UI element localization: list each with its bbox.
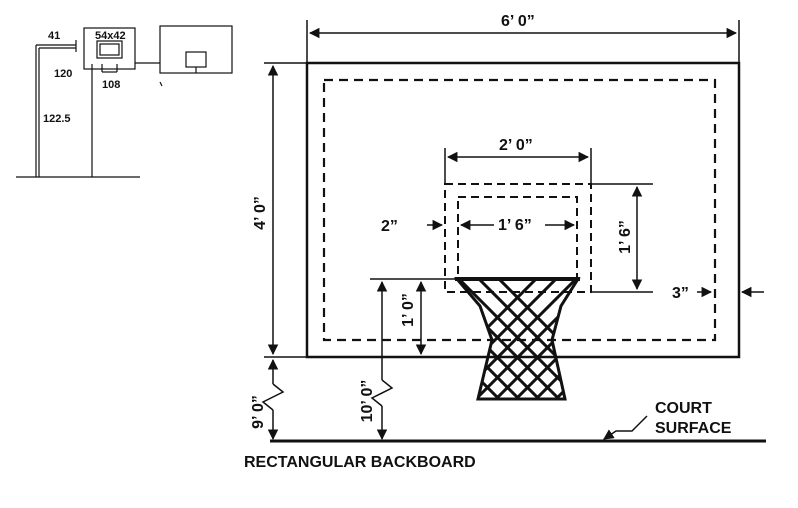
height-dimension <box>264 62 306 358</box>
target-height-label: 1’ 6” <box>617 220 634 254</box>
thumb-front-board <box>159 25 233 74</box>
thumb-pole-height: 120 <box>54 68 72 80</box>
thumb-board-size: 54x42 <box>95 30 126 42</box>
thumb-pole-offset: 41 <box>48 30 60 42</box>
target-width-dimension <box>444 148 592 183</box>
board-height-label: 9’ 0” <box>250 395 267 429</box>
target-width-label: 2’ 0” <box>499 137 533 154</box>
court-label-line2: SURFACE <box>655 420 732 437</box>
width-dimension <box>306 20 740 62</box>
gap-label: 2” <box>381 218 398 235</box>
rim-to-bottom-label: 1’ 0” <box>400 293 417 327</box>
target-inner-dashed <box>457 196 578 280</box>
thumb-side-board <box>83 27 136 70</box>
rim-to-bottom-dimension <box>370 278 458 356</box>
target-inner-width-label: 1’ 6” <box>498 217 532 234</box>
thumbnail-diagram <box>16 25 233 178</box>
border-inset-label: 3” <box>672 285 689 302</box>
thumb-board-width: 108 <box>102 79 120 91</box>
court-surface <box>270 415 766 443</box>
diagram-caption: RECTANGULAR BACKBOARD <box>244 454 476 471</box>
backboard-outer <box>305 61 741 359</box>
rim-height-label: 10’ 0” <box>359 380 376 423</box>
target-outer-dashed <box>444 183 592 293</box>
court-label-line1: COURT <box>655 400 712 417</box>
target-height-dimension <box>592 183 653 293</box>
thumb-post-height: 122.5 <box>43 113 71 125</box>
width-label: 6’ 0” <box>501 13 535 30</box>
rim-height-dimension <box>370 280 394 441</box>
board-height-dimension <box>261 358 285 441</box>
height-label: 4’ 0” <box>252 196 269 230</box>
